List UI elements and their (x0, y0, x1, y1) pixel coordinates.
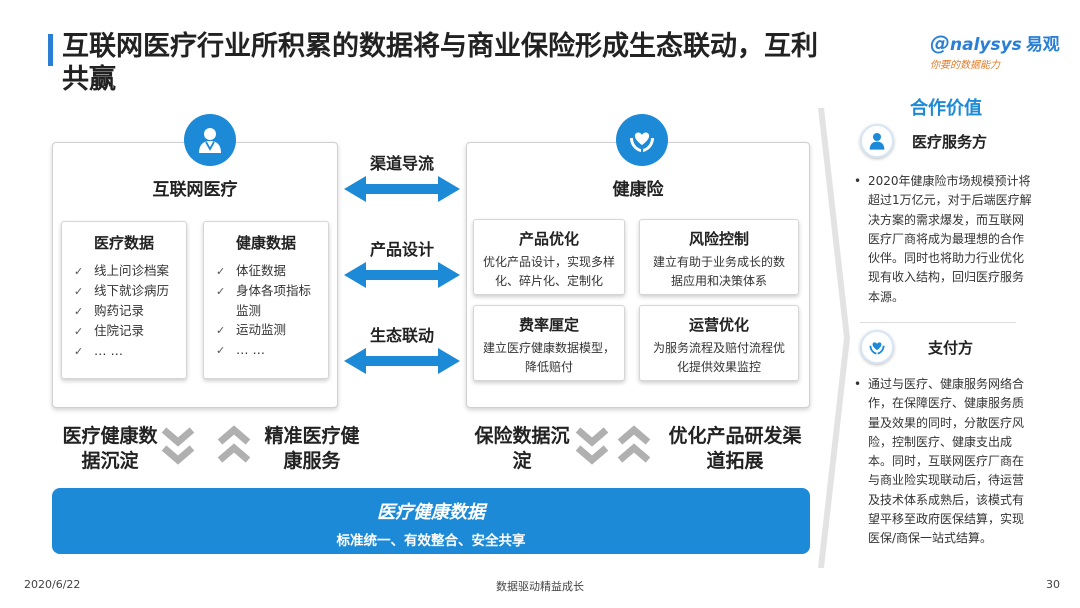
footer-center-text: 数据驱动精益成长 (496, 580, 584, 593)
hands-heart-icon (860, 330, 894, 364)
title-accent-bar (48, 34, 53, 66)
logo-swirl-icon: @ (930, 31, 950, 55)
double-arrow-icon (344, 262, 460, 288)
list-item: … … (216, 340, 328, 360)
health-insurance-title: 健康险 (612, 180, 664, 200)
operation-optimization-box: 运营优化 为服务流程及赔付流程优化提供效果监控 (639, 305, 799, 381)
list-item: 购药记录 (74, 301, 186, 321)
side-card-paragraph: 2020年健康险市场规模预计将超过1万亿元，对于后端医疗解决方案的需求爆发，而互… (868, 174, 1032, 304)
side-card-paragraph: 通过与医疗、健康服务网络合作，在保障医疗、健康服务质量及效果的同时，分散医疗风险… (868, 377, 1025, 546)
list-item: 住院记录 (74, 321, 186, 341)
side-divider-chevron (818, 108, 850, 568)
health-data-box: 健康数据 体征数据 身体各项指标 监测 运动监测 … … (203, 221, 329, 379)
flow-left-up-text: 精准医疗健康服务 (264, 425, 360, 472)
flow-right-down-text: 保险数据沉淀 (474, 425, 570, 472)
page-number: 30 (1046, 578, 1060, 591)
doctor-icon (860, 124, 894, 158)
list-item: 监测 (236, 303, 262, 318)
rate-setting-box: 费率厘定 建立医疗健康数据模型，降低赔付 (473, 305, 625, 381)
product-optimization-box: 产品优化 优化产品设计，实现多样化、碎片化、定制化 (473, 219, 625, 295)
side-card-label: 支付方 (928, 338, 974, 357)
box-title: 运营优化 (688, 316, 749, 334)
side-card-text: • 2020年健康险市场规模预计将超过1万亿元，对于后端医疗解决方案的需求爆发，… (854, 172, 1034, 307)
page-title: 互联网医疗行业所积累的数据将与商业保险形成生态联动，互利共赢 (62, 31, 818, 95)
chevron-down-icon (575, 427, 609, 465)
health-insurance-panel: 健康险 产品优化 优化产品设计，实现多样化、碎片化、定制化 风险控制 建立有助于… (466, 142, 810, 408)
arrow-label-product: 产品设计 (369, 240, 434, 259)
side-card-medical-provider: 医疗服务方 (860, 124, 1020, 158)
medical-data-list: 线上问诊档案 线下就诊病历 购药记录 住院记录 … … (74, 261, 186, 361)
chevron-up-icon (617, 425, 651, 463)
side-card-label: 医疗服务方 (912, 132, 988, 151)
internet-medical-title: 互联网医疗 (152, 180, 238, 200)
box-title: 产品优化 (518, 230, 579, 248)
chevron-up-icon (217, 425, 251, 463)
doctor-icon (184, 114, 236, 166)
box-title: 风险控制 (688, 230, 749, 248)
bullet-dot: • (854, 377, 862, 391)
list-item: 运动监测 (216, 320, 328, 340)
side-card-text: • 通过与医疗、健康服务网络合作，在保障医疗、健康服务质量及效果的同时，分散医疗… (854, 375, 1034, 549)
bullet-dot: • (854, 174, 862, 188)
flow-right-up-text: 优化产品研发渠道拓展 (668, 425, 802, 472)
list-item: 线上问诊档案 (74, 261, 186, 281)
logo-brand-cn: 易观 (1025, 35, 1060, 55)
health-data-list: 体征数据 身体各项指标 监测 运动监测 … … (216, 261, 328, 360)
box-text: 优化产品设计，实现多样化、碎片化、定制化 (482, 255, 615, 288)
box-text: 为服务流程及赔付流程优化提供效果监控 (652, 341, 785, 374)
chevron-down-icon (161, 427, 195, 465)
internet-medical-panel: 互联网医疗 医疗数据 线上问诊档案 线下就诊病历 购药记录 住院记录 … … 健… (52, 142, 338, 408)
medical-data-box: 医疗数据 线上问诊档案 线下就诊病历 购药记录 住院记录 … … (61, 221, 187, 379)
arrow-label-ecosystem: 生态联动 (369, 326, 434, 345)
medical-data-title: 医疗数据 (93, 234, 154, 252)
medical-health-data-bar: 医疗健康数据 标准统一、有效整合、安全共享 (52, 488, 810, 554)
cooperation-value-title: 合作价值 (910, 98, 982, 119)
list-item: 身体各项指标 (216, 281, 328, 301)
list-item: 线下就诊病历 (74, 281, 186, 301)
double-arrow-icon (344, 176, 460, 202)
list-item: 体征数据 (216, 261, 328, 281)
flow-left-down-text: 医疗健康数据沉淀 (62, 425, 158, 472)
box-title: 费率厘定 (518, 316, 579, 334)
box-text: 建立医疗健康数据模型，降低赔付 (482, 341, 615, 374)
risk-control-box: 风险控制 建立有助于业务成长的数据应用和决策体系 (639, 219, 799, 295)
side-separator (860, 322, 1016, 323)
health-data-title: 健康数据 (235, 234, 296, 252)
side-card-payer: 支付方 (860, 330, 1020, 364)
list-item: … … (74, 341, 186, 361)
bottom-bar-title: 医疗健康数据 (377, 502, 485, 523)
box-text: 建立有助于业务成长的数据应用和决策体系 (652, 255, 785, 288)
logo-slogan: 你要的数据能力 (930, 60, 1000, 71)
arrow-label-channel: 渠道导流 (369, 154, 434, 173)
hands-heart-icon (616, 114, 668, 166)
logo-brand: nalysys (950, 35, 1022, 55)
double-arrow-icon (344, 348, 460, 374)
footer-date: 2020/6/22 (24, 578, 81, 591)
bottom-bar-subtitle: 标准统一、有效整合、安全共享 (336, 533, 526, 549)
